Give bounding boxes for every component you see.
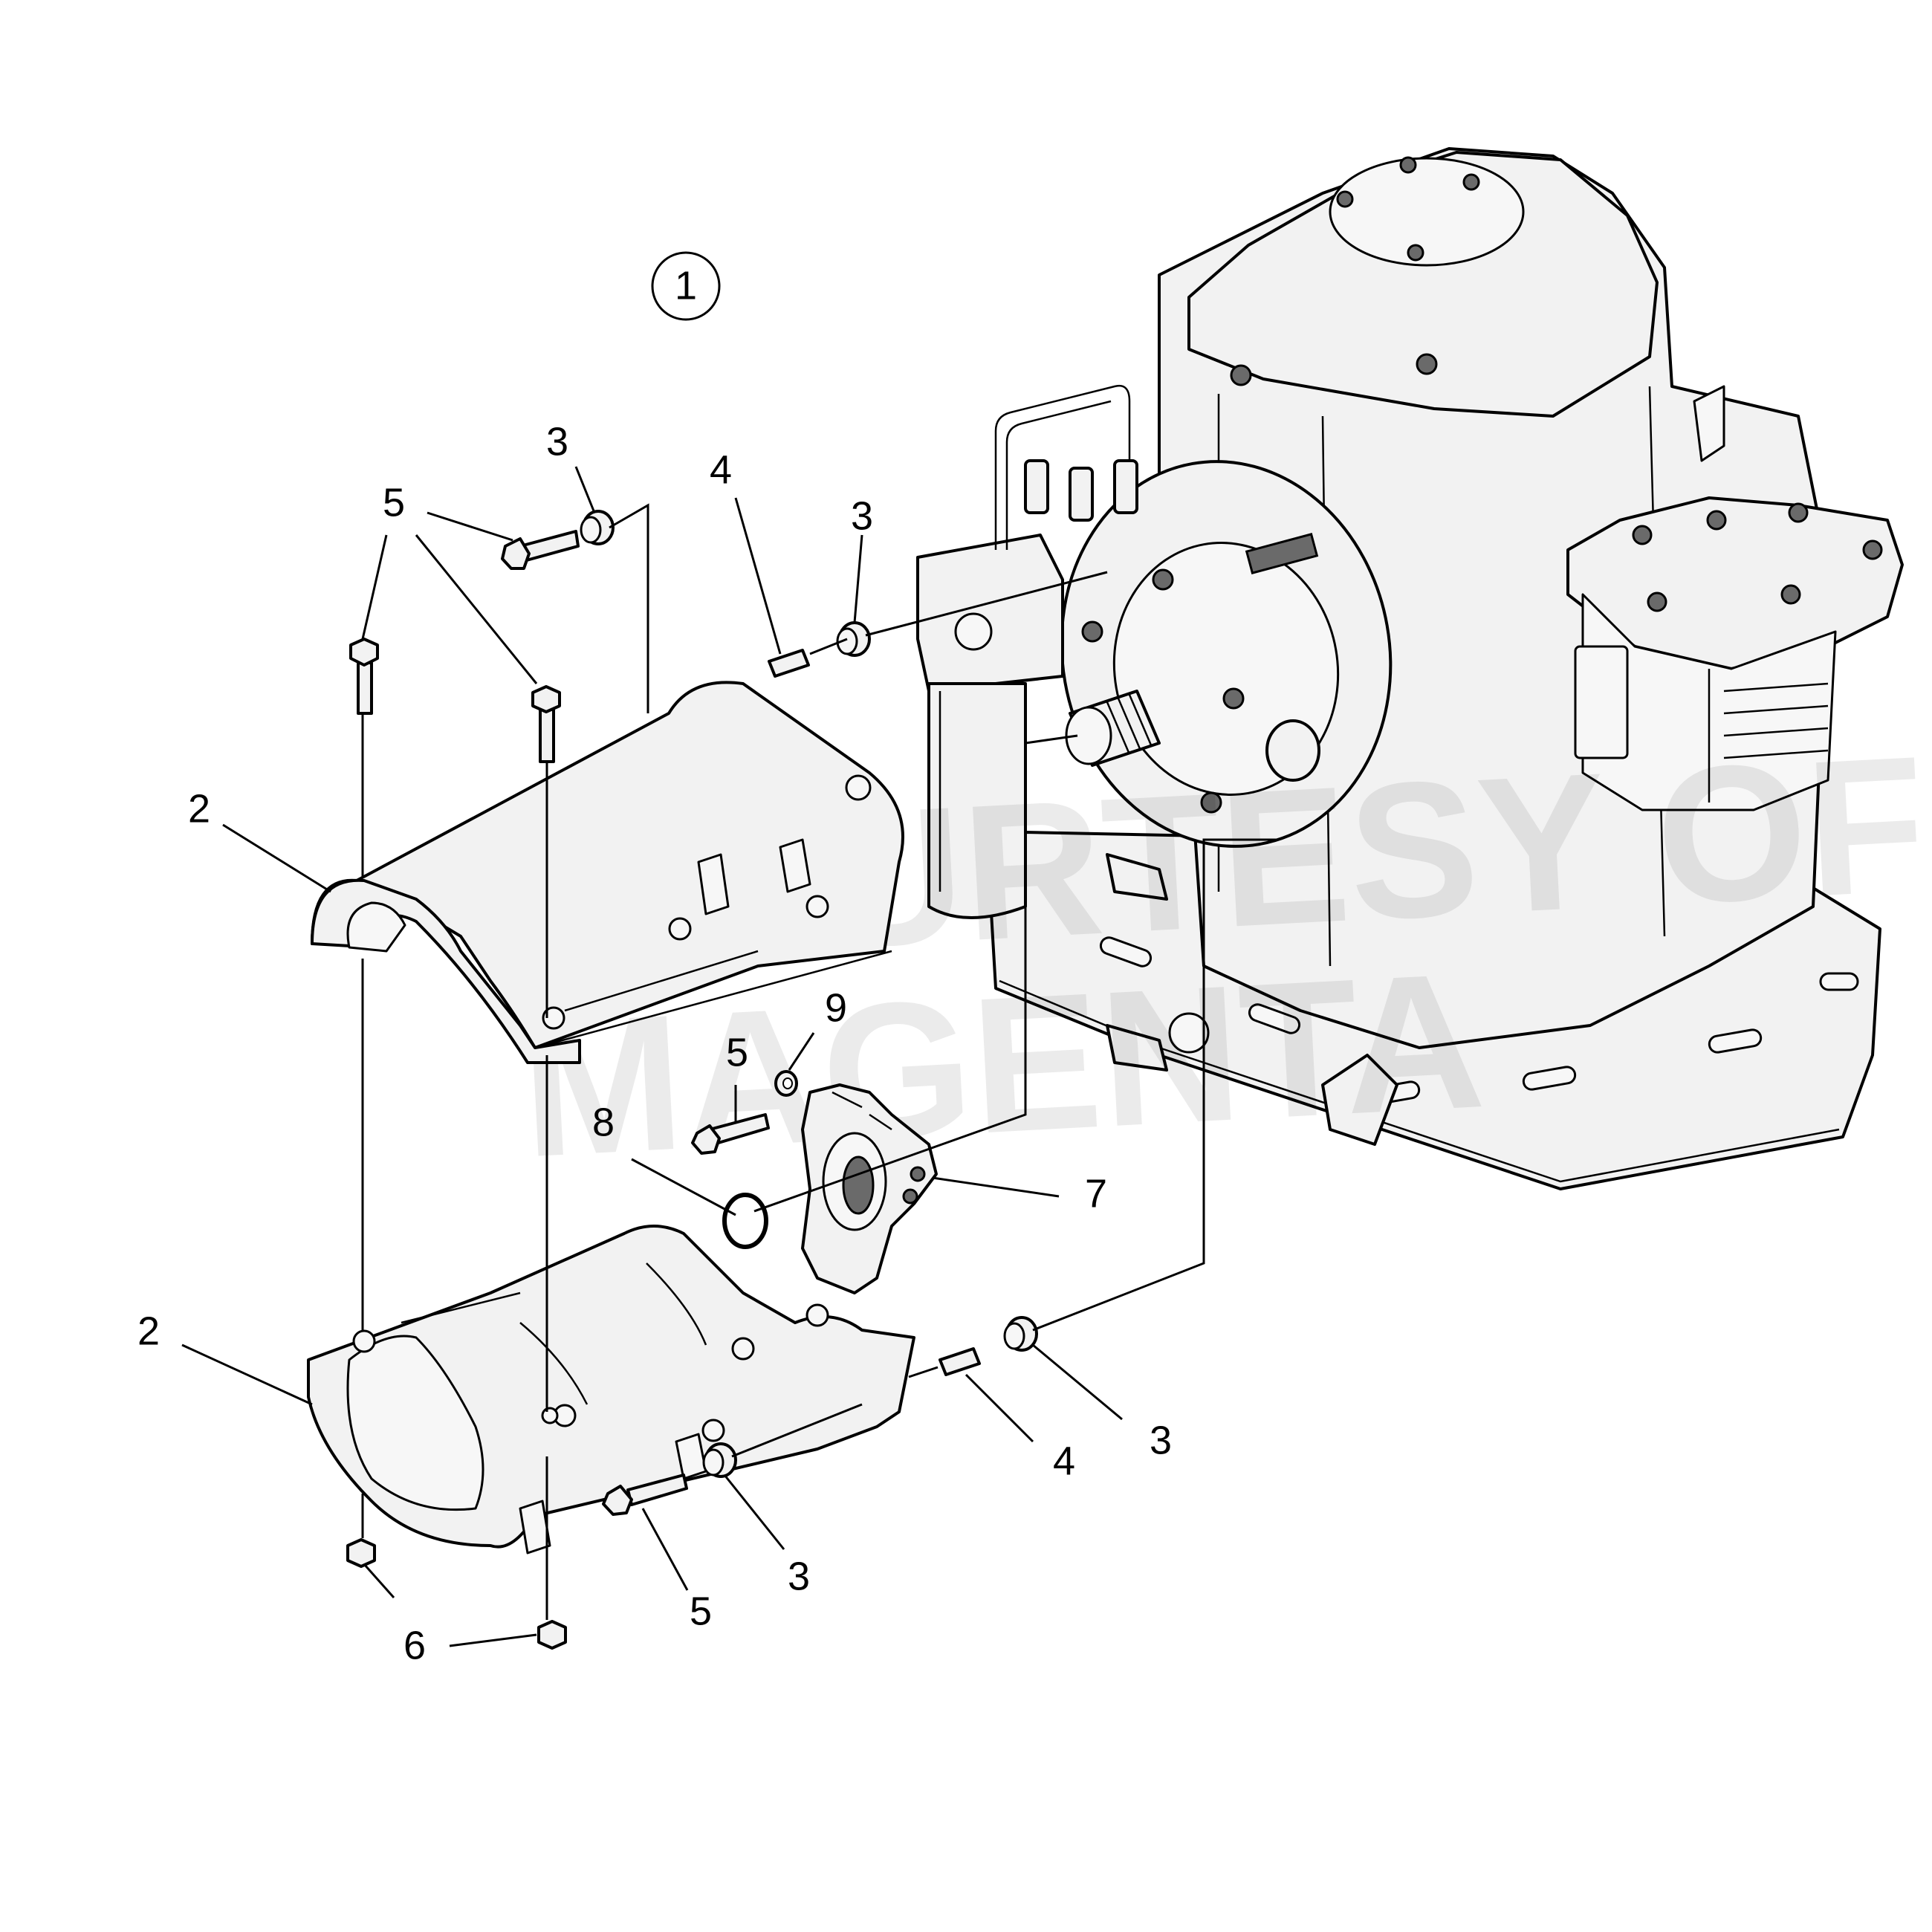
callout-4-lower: 4 [1053, 1439, 1075, 1483]
sleeve [939, 1347, 981, 1376]
nuts-part-6 [346, 1538, 567, 1650]
spacer [702, 1442, 737, 1478]
callout-2-upper: 2 [188, 786, 210, 831]
screw [691, 1113, 770, 1155]
screws-part-5 [349, 530, 770, 1516]
o-ring [722, 1193, 768, 1249]
callout-5-top: 5 [383, 480, 405, 525]
callout-labels: 1 3 5 4 3 2 5 9 8 7 2 4 3 3 5 6 [137, 251, 1172, 1667]
sleeves-part-4 [768, 649, 981, 1376]
callout-7: 7 [1085, 1171, 1107, 1216]
leader-lines [181, 466, 1278, 1647]
screw [602, 1474, 688, 1516]
callout-4-top: 4 [710, 447, 732, 492]
callout-3-top-right: 3 [851, 493, 873, 538]
callout-2-lower: 2 [137, 1309, 160, 1353]
spacer [836, 621, 871, 657]
callout-3-lower-right: 3 [1150, 1418, 1172, 1462]
nut [537, 1620, 567, 1650]
figure-id-badge: 1 [651, 251, 721, 321]
callout-9: 9 [825, 985, 847, 1030]
screw [531, 685, 561, 763]
gearbox-housing [916, 147, 1904, 1190]
washer-part-9 [774, 1070, 798, 1097]
callout-8: 8 [592, 1100, 615, 1144]
spacers-part-3 [580, 510, 1038, 1478]
screw [349, 638, 379, 715]
callout-5-lower: 5 [690, 1589, 712, 1633]
spacer [1003, 1316, 1038, 1352]
nut [346, 1538, 376, 1568]
callout-5-mid: 5 [726, 1030, 748, 1074]
figure-id: 1 [675, 263, 697, 308]
spacer [580, 510, 615, 545]
shaft-flange [801, 1083, 938, 1294]
screw [501, 530, 580, 570]
callout-3-lower: 3 [788, 1554, 810, 1598]
sleeve [768, 649, 810, 678]
callout-3-top: 3 [546, 419, 568, 464]
callout-6: 6 [403, 1623, 426, 1667]
upper-shaft-cover [311, 681, 904, 1064]
lower-shaft-cover [307, 1225, 915, 1555]
